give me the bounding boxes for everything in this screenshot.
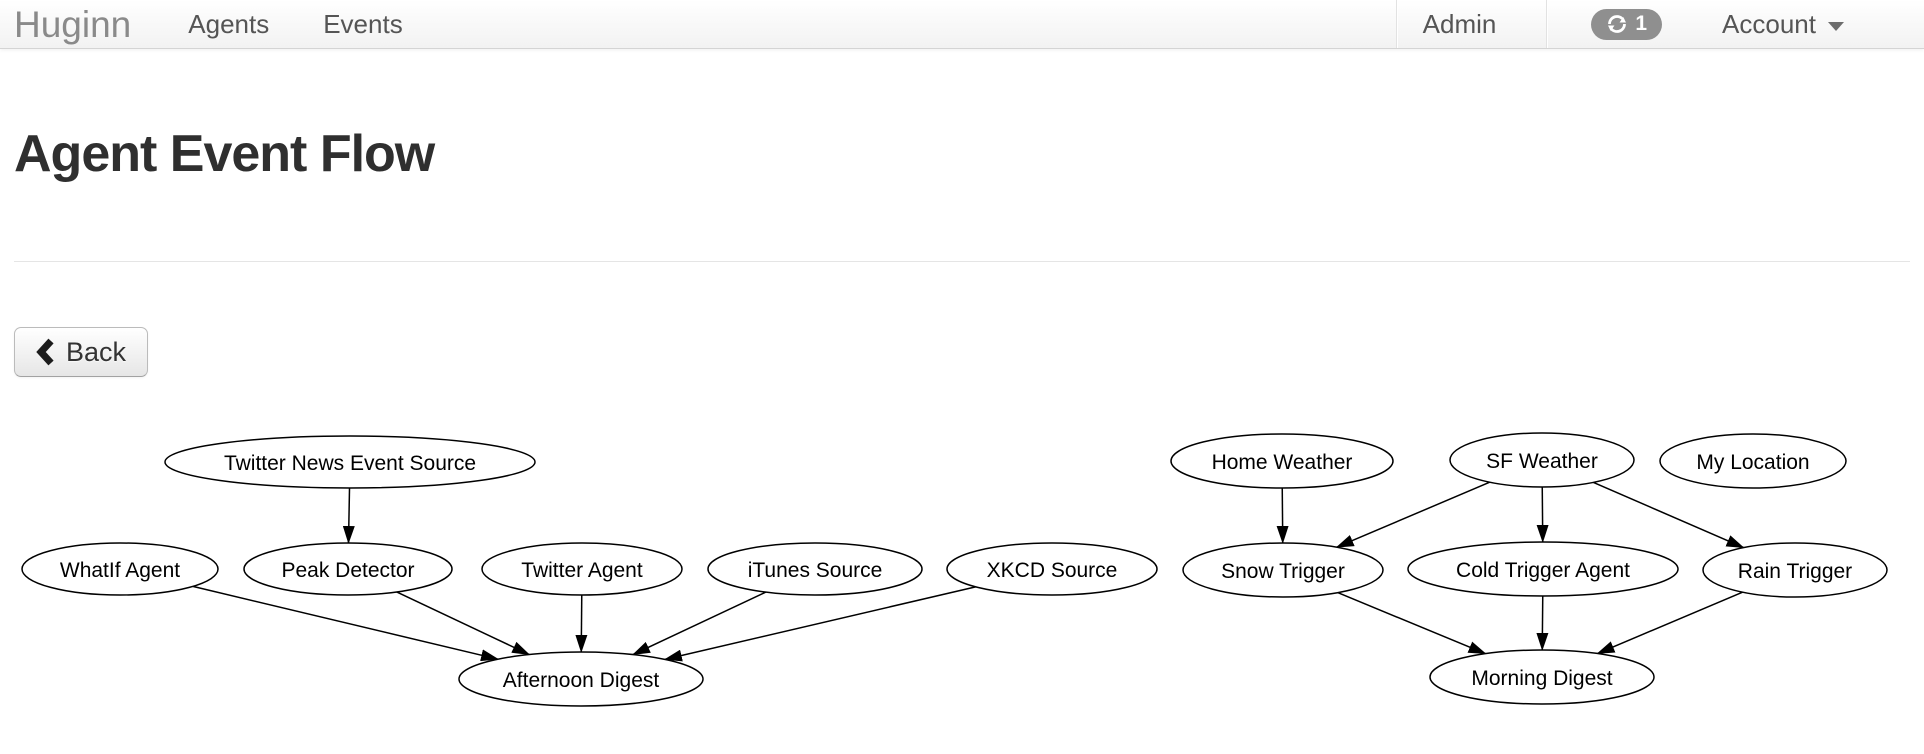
graph-edge-snow-to-morning [1337,591,1487,655]
graph-edge-twitter_news-to-peak [342,487,355,545]
graph-node-label: WhatIf Agent [60,559,180,582]
graph-node-snow: Snow Trigger [1182,542,1384,598]
graph-node-peak: Peak Detector [243,542,453,596]
graph-node-label: Cold Trigger Agent [1456,559,1630,582]
navbar-divider [1546,0,1548,48]
graph-edge-sf-to-snow [1335,481,1490,548]
graph-node-label: Home Weather [1212,451,1353,474]
graph-edge-sf-to-rain [1593,481,1745,549]
graph-node-label: My Location [1696,451,1809,474]
navbar-divider [1395,0,1397,48]
graph-node-label: Snow Trigger [1221,560,1345,583]
account-dropdown[interactable]: Account [1722,9,1844,40]
graph-node-morning: Morning Digest [1429,649,1655,705]
main-content: Agent Event Flow Back Twitter News Event… [0,125,1924,754]
graph-node-itunes: iTunes Source [707,542,923,596]
graph-node-twitter_news: Twitter News Event Source [164,435,536,489]
graph-node-sf: SF Weather [1449,432,1635,488]
graph-node-label: SF Weather [1486,450,1598,473]
graph-node-label: Rain Trigger [1738,560,1852,583]
account-label: Account [1722,8,1816,39]
graph-node-label: XKCD Source [987,559,1118,582]
graph-edge-peak-to-afternoon [396,591,531,656]
graph-node-rain: Rain Trigger [1702,542,1888,598]
nav-item-events[interactable]: Events [323,8,403,39]
job-count: 1 [1635,12,1648,35]
brand-link[interactable]: Huginn [14,3,132,45]
primary-nav: Agents Events [161,0,429,48]
chevron-left-icon [36,338,55,366]
graph-node-location: My Location [1659,433,1847,489]
graph-node-label: Peak Detector [281,559,414,582]
graph-node-label: Twitter News Event Source [224,452,476,475]
caret-down-icon [1828,21,1844,31]
graph-node-xkcd: XKCD Source [946,542,1158,596]
graph-node-label: Afternoon Digest [503,669,660,692]
graph-edge-xkcd-to-afternoon [663,586,976,662]
refresh-icon [1606,13,1628,35]
graph-node-home: Home Weather [1170,433,1394,489]
top-navbar: Huginn Agents Events Admin 1 Account [0,0,1924,49]
graph-edge-cold-to-morning [1536,595,1549,652]
graph-edge-home-to-snow [1276,487,1289,545]
graph-edge-rain-to-morning [1596,591,1743,655]
nav-item-agents[interactable]: Agents [188,8,270,39]
title-divider [14,261,1910,262]
back-button-label: Back [66,336,127,367]
job-queue-badge[interactable]: 1 [1591,8,1663,40]
nav-item-admin[interactable]: Admin [1422,8,1497,39]
graph-edge-sf-to-cold [1536,486,1549,544]
page-title: Agent Event Flow [14,125,435,183]
graph-node-cold: Cold Trigger Agent [1407,541,1679,597]
graph-node-label: iTunes Source [748,559,883,582]
graph-edge-whatif-to-afternoon [192,585,500,662]
graph-node-label: Twitter Agent [521,559,643,582]
graph-node-afternoon: Afternoon Digest [458,651,704,707]
graph-edge-itunes-to-afternoon [632,591,767,656]
graph-node-whatif: WhatIf Agent [21,542,219,596]
graph-node-twitter_agent: Twitter Agent [481,542,683,596]
navbar-right-section: Admin 1 Account [1395,0,1924,48]
graph-node-label: Morning Digest [1471,667,1612,690]
graph-edge-twitter_agent-to-afternoon [575,594,588,654]
back-button[interactable]: Back [14,327,149,377]
